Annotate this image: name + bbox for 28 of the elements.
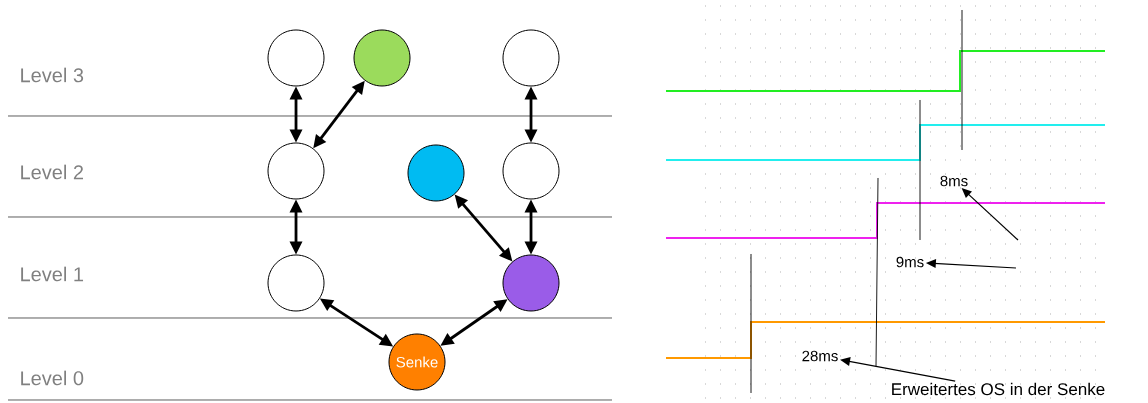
circle-node <box>267 142 325 200</box>
circle-node <box>407 144 465 202</box>
double-arrow <box>524 199 538 255</box>
level-label: Level 0 <box>21 370 84 386</box>
double-arrow <box>319 298 394 347</box>
circle-node <box>267 29 325 87</box>
double-arrow <box>289 86 303 143</box>
double-arrow <box>454 194 513 262</box>
level-label: Level 2 <box>21 164 83 180</box>
circle-node <box>502 254 560 312</box>
circle-node <box>502 29 560 87</box>
level-label: Level 3 <box>21 67 84 83</box>
sink-node: Senke <box>388 333 446 391</box>
annotation-text: Erweitertes OS in der Senke <box>892 382 1105 396</box>
circle-node <box>353 29 411 87</box>
arrow <box>961 188 1019 241</box>
double-arrow <box>289 199 303 255</box>
arrow <box>840 357 956 382</box>
arrow <box>925 258 1017 269</box>
double-arrow <box>313 80 365 149</box>
time-label: 28ms <box>802 350 838 362</box>
circle-node <box>267 254 325 312</box>
time-label: 9ms <box>896 256 924 268</box>
circle-node <box>502 142 560 200</box>
time-label: 8ms <box>940 175 968 187</box>
level-label: Level 1 <box>21 266 84 282</box>
double-arrow <box>440 299 508 346</box>
double-arrow <box>524 86 538 143</box>
